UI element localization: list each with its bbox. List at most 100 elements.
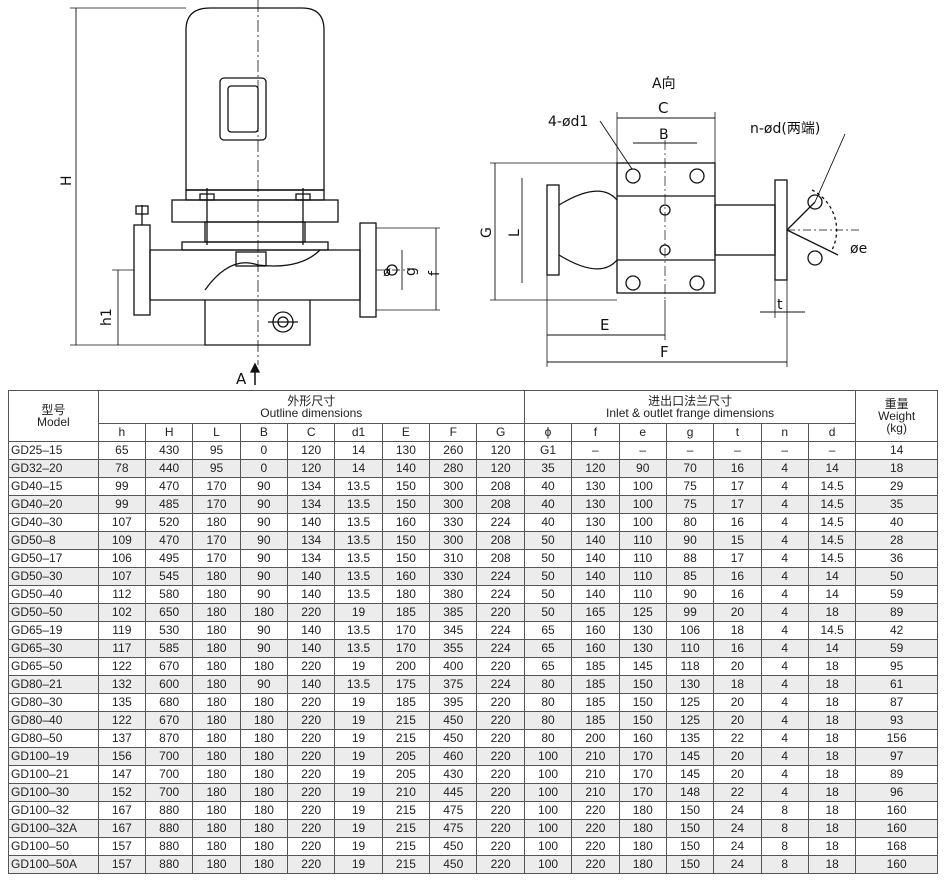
model-cell: GD80–40: [8, 711, 99, 730]
value-cell: 450: [429, 837, 478, 856]
value-cell: 90: [665, 585, 715, 604]
value-cell: –: [571, 441, 620, 460]
value-cell: 180: [192, 783, 241, 802]
value-cell: 180: [239, 747, 289, 766]
value-cell: 50: [523, 531, 573, 550]
value-cell: 14.5: [807, 549, 857, 568]
value-cell: 205: [381, 765, 431, 784]
value-cell: 180: [192, 765, 241, 784]
value-cell: 93: [855, 711, 938, 730]
value-cell: 208: [476, 531, 525, 550]
value-cell: 80: [523, 693, 573, 712]
value-cell: 180: [618, 837, 667, 856]
value-cell: 125: [665, 711, 715, 730]
value-cell: 147: [97, 765, 147, 784]
value-cell: 107: [97, 567, 147, 586]
value-cell: 134: [287, 477, 336, 496]
value-cell: 130: [618, 639, 667, 658]
column-header: g: [665, 423, 715, 442]
value-cell: 140: [287, 513, 336, 532]
value-cell: 18: [713, 675, 762, 694]
value-cell: 50: [855, 567, 938, 586]
value-cell: 180: [239, 783, 289, 802]
value-cell: 122: [97, 711, 147, 730]
value-cell: 145: [618, 657, 667, 676]
value-cell: 220: [287, 855, 336, 874]
value-cell: 85: [665, 567, 715, 586]
value-cell: 18: [807, 693, 857, 712]
value-cell: 670: [144, 657, 194, 676]
value-cell: 120: [287, 459, 336, 478]
value-cell: 180: [192, 513, 241, 532]
pump-dimension-drawing: H h1 A ø g f A向 C B 4-ød1 n-ød(两端) G L E…: [59, 0, 867, 388]
value-cell: 20: [713, 603, 762, 622]
value-cell: 140: [571, 585, 620, 604]
value-cell: 50: [523, 603, 573, 622]
value-cell: 545: [144, 567, 194, 586]
model-cell: GD32–20: [8, 459, 99, 478]
column-header: E: [381, 423, 431, 442]
value-cell: 220: [571, 801, 620, 820]
value-cell: 100: [523, 801, 573, 820]
value-cell: 112: [97, 585, 147, 604]
value-cell: 135: [97, 693, 147, 712]
value-cell: 220: [287, 657, 336, 676]
value-cell: 110: [618, 531, 667, 550]
value-cell: 14: [334, 459, 383, 478]
value-cell: 13.5: [334, 675, 383, 694]
value-cell: 208: [476, 495, 525, 514]
value-cell: 13.5: [334, 531, 383, 550]
value-cell: 40: [523, 513, 573, 532]
value-cell: 13.5: [334, 549, 383, 568]
value-cell: 210: [571, 747, 620, 766]
value-cell: 89: [855, 765, 938, 784]
value-cell: 18: [807, 819, 857, 838]
label-A-view: A向: [652, 76, 676, 92]
value-cell: 4: [760, 639, 809, 658]
value-cell: 220: [287, 693, 336, 712]
value-cell: 99: [97, 495, 147, 514]
value-cell: 50: [523, 567, 573, 586]
value-cell: 107: [97, 513, 147, 532]
value-cell: 220: [571, 837, 620, 856]
value-cell: 24: [713, 819, 762, 838]
column-header: F: [429, 423, 478, 442]
value-cell: 106: [665, 621, 715, 640]
value-cell: 40: [855, 513, 938, 532]
value-cell: 24: [713, 837, 762, 856]
value-cell: 180: [618, 819, 667, 838]
value-cell: 137: [97, 729, 147, 748]
value-cell: –: [618, 441, 667, 460]
value-cell: 140: [381, 459, 431, 478]
value-cell: 180: [192, 801, 241, 820]
value-cell: 18: [807, 855, 857, 874]
value-cell: 167: [97, 801, 147, 820]
value-cell: 88: [665, 549, 715, 568]
model-cell: GD50–50: [8, 603, 99, 622]
label-H: H: [59, 175, 75, 186]
value-cell: 134: [287, 531, 336, 550]
value-cell: 65: [523, 621, 573, 640]
value-cell: 120: [476, 459, 525, 478]
value-cell: 130: [571, 477, 620, 496]
value-cell: 13.5: [334, 495, 383, 514]
value-cell: 180: [618, 801, 667, 820]
value-cell: 17: [713, 495, 762, 514]
value-cell: 180: [239, 801, 289, 820]
value-cell: 495: [144, 549, 194, 568]
value-cell: 220: [571, 819, 620, 838]
value-cell: 61: [855, 675, 938, 694]
value-cell: 150: [381, 477, 431, 496]
value-cell: 220: [287, 729, 336, 748]
value-cell: 220: [287, 819, 336, 838]
value-cell: 670: [144, 711, 194, 730]
value-cell: 16: [713, 639, 762, 658]
value-cell: 180: [618, 855, 667, 874]
value-cell: 200: [571, 729, 620, 748]
column-header: C: [287, 423, 336, 442]
value-cell: 650: [144, 603, 194, 622]
